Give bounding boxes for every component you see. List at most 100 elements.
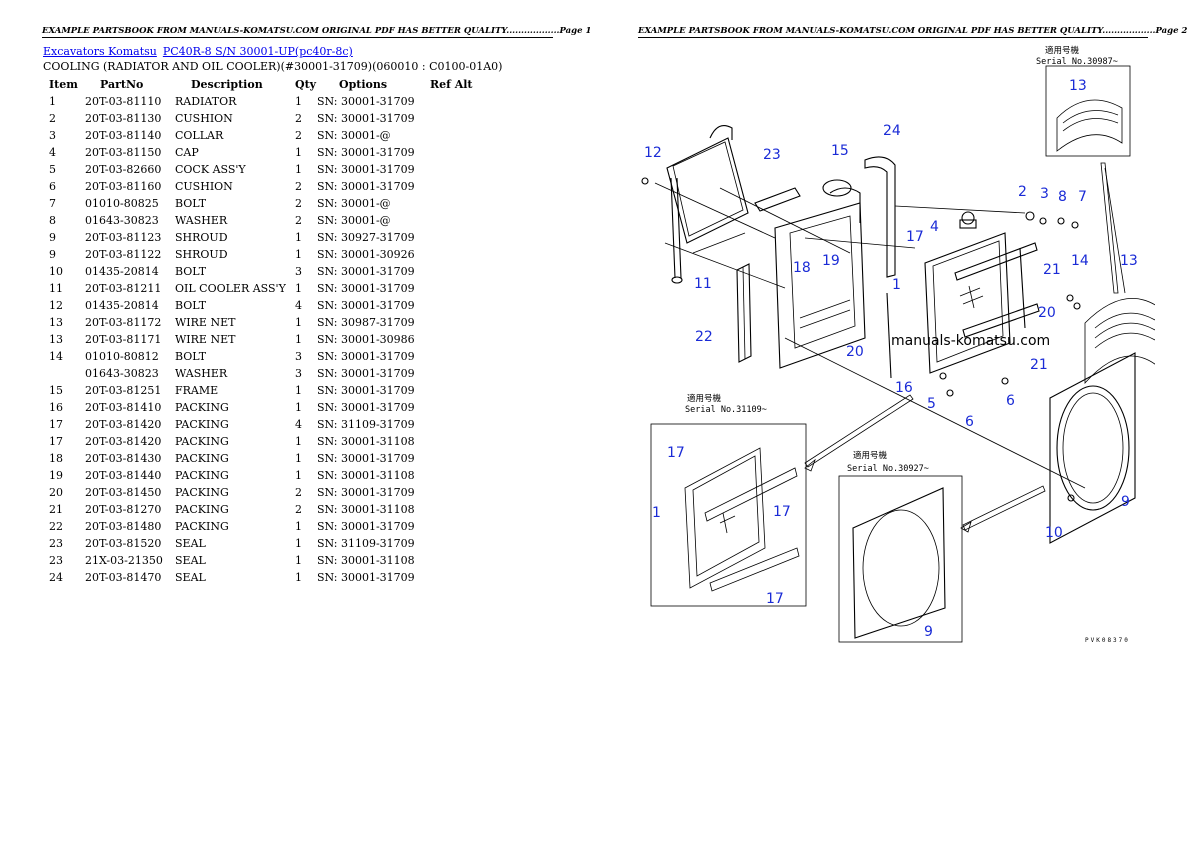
callout-21b: 21 <box>1030 357 1048 373</box>
cell-ref-alt <box>430 433 473 450</box>
inset-serial-jp: 適用号機 <box>1045 45 1080 56</box>
cell-options: SN: 30987-31709 <box>317 316 415 329</box>
cell-description: PACKING <box>175 418 229 431</box>
cell-partno: 20T-03-81211 <box>85 282 162 295</box>
cell-options: SN: 30001-31709 <box>317 146 415 159</box>
cell-description: PACKING <box>175 486 229 499</box>
col-header-ref-alt: Ref Alt <box>430 78 473 91</box>
cell-qty: 1 <box>295 537 302 550</box>
callout-9-inset: 9 <box>924 624 933 640</box>
cell-qty: 1 <box>295 452 302 465</box>
cell-description: PACKING <box>175 401 229 414</box>
cell-options: SN: 30001-31709 <box>317 180 415 193</box>
cell-options: SN: 30001-31108 <box>317 469 415 482</box>
cell-qty: 3 <box>295 367 302 380</box>
callout-17-inset-c: 17 <box>766 591 784 607</box>
cell-item: 24 <box>49 571 63 584</box>
cell-item: 15 <box>49 384 63 397</box>
cell-ref-alt <box>430 127 473 144</box>
cell-options: SN: 30001-31709 <box>317 367 415 380</box>
cell-item: 10 <box>49 265 63 278</box>
cell-partno: 01643-30823 <box>85 214 159 227</box>
cell-partno: 20T-03-81480 <box>85 520 162 533</box>
cell-partno: 01435-20814 <box>85 299 159 312</box>
cell-ref-alt <box>430 314 473 331</box>
callout-23: 23 <box>763 147 781 163</box>
cell-description: COCK ASS'Y <box>175 163 246 176</box>
watermark-text: manuals-komatsu.com <box>891 333 1050 349</box>
cell-options: SN: 30001-31108 <box>317 503 415 516</box>
cell-item: 17 <box>49 418 63 431</box>
cell-options: SN: 30001-31709 <box>317 299 415 312</box>
inset-box-shroud <box>838 475 963 643</box>
cell-partno: 20T-03-81140 <box>85 129 162 142</box>
callout-1-inset: 1 <box>652 505 661 521</box>
callout-2: 2 <box>1018 184 1027 200</box>
cell-partno: 01010-80825 <box>85 197 159 210</box>
cell-item: 4 <box>49 146 56 159</box>
cell-item: 11 <box>49 282 63 295</box>
inset-serial-label: Serial No.30987~ <box>1036 57 1118 67</box>
callout-17: 17 <box>906 229 924 245</box>
cell-description: BOLT <box>175 299 207 312</box>
cell-options: SN: 30001-31709 <box>317 401 415 414</box>
cell-options: SN: 30001-31709 <box>317 384 415 397</box>
cell-description: BOLT <box>175 350 207 363</box>
cell-qty: 1 <box>295 384 302 397</box>
wire-net-drawing <box>1084 298 1155 385</box>
cell-partno: 20T-03-81110 <box>85 95 162 108</box>
cell-qty: 3 <box>295 350 302 363</box>
hardware-drawing <box>641 177 1081 502</box>
callout-5: 5 <box>927 396 936 412</box>
page-header-left: EXAMPLE PARTSBOOK FROM MANUALS-KOMATSU.C… <box>42 26 592 38</box>
shroud-inset-drawing <box>852 487 946 639</box>
cell-ref-alt <box>430 365 473 382</box>
cell-qty: 1 <box>295 146 302 159</box>
cell-options: SN: 30001-31709 <box>317 486 415 499</box>
cell-description: WIRE NET <box>175 316 236 329</box>
cell-partno: 21X-03-21350 <box>85 554 163 567</box>
cell-qty: 2 <box>295 112 302 125</box>
cell-qty: 1 <box>295 520 302 533</box>
cell-item: 14 <box>49 350 63 363</box>
cell-ref-alt <box>430 450 473 467</box>
breadcrumb-link-category[interactable]: Excavators Komatsu <box>43 45 157 58</box>
cell-qty: 2 <box>295 486 302 499</box>
cell-ref-alt <box>430 144 473 161</box>
cell-options: SN: 31109-31709 <box>317 418 415 431</box>
cell-ref-alt <box>430 195 473 212</box>
breadcrumb: Excavators Komatsu PC40R-8 S/N 30001-UP(p… <box>43 45 359 58</box>
callout-1: 1 <box>892 277 901 293</box>
callout-13: 13 <box>1120 253 1138 269</box>
cell-qty: 1 <box>295 95 302 108</box>
table-header-row: Item PartNo Description Qty Options Ref … <box>42 76 473 93</box>
cell-qty: 2 <box>295 503 302 516</box>
cell-partno: 20T-03-81150 <box>85 146 162 159</box>
breadcrumb-link-model[interactable]: PC40R-8 S/N 30001-UP(pc40r-8c) <box>162 45 353 58</box>
cell-options: SN: 30001-31709 <box>317 452 415 465</box>
radiator-inset-drawing <box>684 447 800 592</box>
cell-options: SN: 30001-30986 <box>317 333 415 346</box>
cell-partno: 20T-03-81410 <box>85 401 162 414</box>
callout-6b: 6 <box>1006 393 1015 409</box>
cell-item: 2 <box>49 112 56 125</box>
callout-24: 24 <box>883 123 901 139</box>
oil-cooler-drawing <box>666 125 749 284</box>
cell-partno: 20T-03-81251 <box>85 384 162 397</box>
cell-item: 9 <box>49 231 56 244</box>
cell-ref-alt <box>430 212 473 229</box>
cell-qty: 1 <box>295 163 302 176</box>
leader-lines <box>654 167 1126 489</box>
